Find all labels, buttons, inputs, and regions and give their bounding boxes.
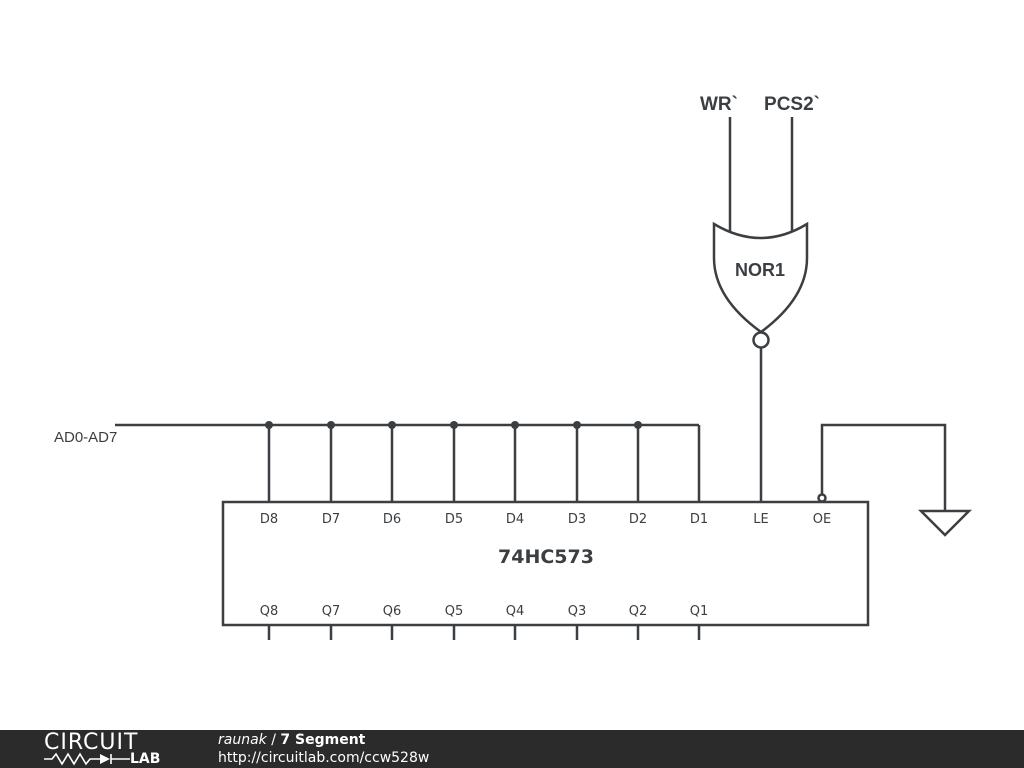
- pin-label-d5: D5: [445, 512, 463, 527]
- pin-label-q8: Q8: [260, 604, 279, 619]
- junction-dots: [265, 421, 642, 429]
- wr-label: WR`: [700, 94, 738, 115]
- pin-label-d3: D3: [568, 512, 586, 527]
- pin-label-q7: Q7: [322, 604, 341, 619]
- bus-taps: [267, 425, 701, 502]
- bus-label: AD0-AD7: [54, 429, 117, 446]
- output-stubs: [267, 625, 701, 640]
- pin-label-d7: D7: [322, 512, 340, 527]
- pin-label-d6: D6: [383, 512, 401, 527]
- junction-dot: [511, 421, 519, 429]
- junction-dot: [388, 421, 396, 429]
- circuit-meta: raunak / 7 Segment http://circuitlab.com…: [218, 731, 429, 767]
- circuit-url[interactable]: http://circuitlab.com/ccw528w: [218, 750, 430, 766]
- circuitlab-logo[interactable]: CIRCUIT LAB: [40, 732, 180, 766]
- gate-name: NOR1: [735, 260, 785, 280]
- footer-bar: CIRCUIT LAB raunak / 7 Segment http://ci…: [0, 730, 1024, 768]
- junction-dot: [450, 421, 458, 429]
- pin-label-q6: Q6: [383, 604, 402, 619]
- pin-label-q5: Q5: [445, 604, 464, 619]
- bottom-pin-labels: Q8 Q7 Q6 Q5 Q4 Q3 Q2 Q1: [260, 604, 709, 619]
- nor-output-bubble: [752, 331, 770, 349]
- ground-symbol: [917, 509, 973, 537]
- chip-name: 74HC573: [498, 546, 594, 568]
- pcs2-label: PCS2`: [764, 94, 820, 115]
- pin-label-le: LE: [753, 512, 768, 527]
- pin-label-q4: Q4: [506, 604, 525, 619]
- schematic-canvas: AD0-AD7 74HC573 D8 D7 D6 D5: [54, 94, 973, 640]
- logo-text-top: CIRCUIT: [44, 730, 139, 755]
- pin-label-d8: D8: [260, 512, 278, 527]
- pin-label-d2: D2: [629, 512, 647, 527]
- author-link[interactable]: raunak: [218, 732, 267, 748]
- pin-label-d1: D1: [690, 512, 708, 527]
- oe-inversion-bubble: [817, 493, 827, 503]
- pin-label-q1: Q1: [690, 604, 709, 619]
- junction-dot: [327, 421, 335, 429]
- pin-label-q2: Q2: [629, 604, 648, 619]
- pin-label-d4: D4: [506, 512, 524, 527]
- nor-gate-body: [712, 221, 809, 334]
- resistor-diode-icon: [44, 752, 130, 766]
- chip-body: [221, 500, 870, 627]
- junction-dot: [573, 421, 581, 429]
- top-pin-labels: D8 D7 D6 D5 D4 D3 D2 D1 LE OE: [260, 512, 831, 527]
- circuit-title[interactable]: 7 Segment: [280, 732, 366, 748]
- junction-dot: [634, 421, 642, 429]
- circuit-title-line: raunak / 7 Segment: [218, 731, 429, 749]
- title-separator: /: [266, 732, 281, 748]
- logo-text-bottom: LAB: [130, 751, 161, 767]
- pin-label-q3: Q3: [568, 604, 587, 619]
- oe-ground-wire: [820, 423, 947, 511]
- junction-dot: [265, 421, 273, 429]
- pin-label-oe: OE: [813, 512, 831, 527]
